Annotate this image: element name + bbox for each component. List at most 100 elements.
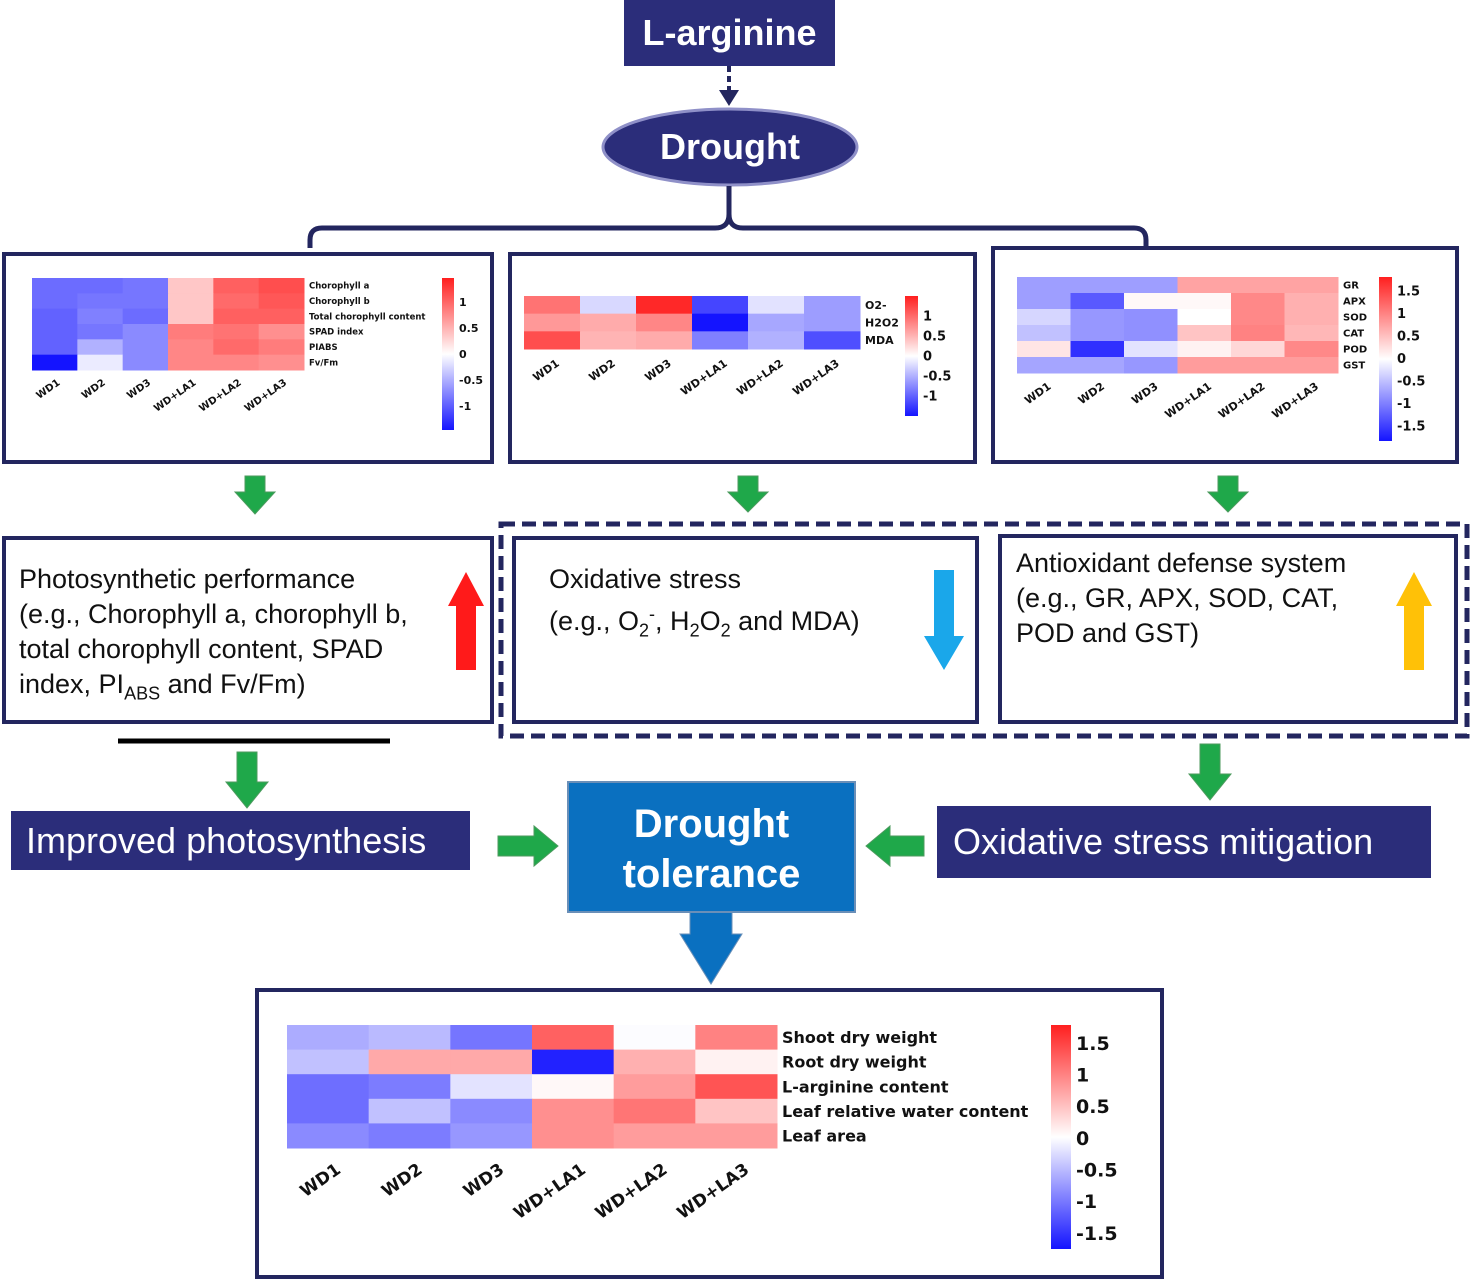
- heatmap-cell: [1070, 325, 1125, 342]
- heatmap-row-label: Shoot dry weight: [782, 1028, 937, 1047]
- heatmap-col-label: WD2: [587, 357, 618, 384]
- heatmap-row-label: Total chorophyll content: [309, 312, 425, 322]
- heatmap-cell: [287, 1098, 370, 1124]
- oxidative-stress-mitigation-box: Oxidative stress mitigation: [937, 806, 1431, 878]
- heatmap-cell: [77, 293, 124, 310]
- anti-line-1: Antioxidant defense system: [1016, 548, 1347, 578]
- mitigation-label: Oxidative stress mitigation: [953, 821, 1374, 862]
- scale-tick-label: 0: [459, 348, 467, 361]
- l-arginine-label: L-arginine: [642, 12, 817, 53]
- color-scale-bar: [442, 278, 454, 430]
- heatmap-row-label: SOD: [1343, 313, 1367, 324]
- heatmap-cell: [636, 331, 693, 350]
- heatmap-cell: [1231, 309, 1285, 326]
- heatmap-cell: [122, 293, 169, 310]
- scale-tick-label: -1: [923, 390, 937, 405]
- heatmap-cell: [695, 1074, 778, 1100]
- oxid-text: Oxidative stress (e.g., O2-, H2O2 and MD…: [549, 562, 860, 648]
- heatmap-cell: [32, 339, 78, 356]
- heatmap-cell: [1177, 341, 1232, 358]
- heatmap-cell: [1124, 357, 1178, 374]
- heatmap-cell: [368, 1074, 451, 1100]
- heatmap-cell: [450, 1049, 533, 1075]
- scale-tick-label: 1: [923, 310, 932, 325]
- scale-tick-label: 0.5: [1397, 330, 1420, 345]
- scale-tick-label: -1: [459, 400, 471, 413]
- heatmap-col-label: WD+LA3: [674, 1160, 753, 1224]
- photo-line-2: (e.g., Chorophyll a, chorophyll b,: [19, 599, 408, 629]
- photo-line-4: index, PIABS and Fv/Fm): [19, 669, 306, 704]
- cyan-down-arrow-icon: [924, 570, 964, 670]
- heatmap-cell: [287, 1025, 370, 1051]
- heatmap-cell: [1017, 277, 1071, 294]
- scale-tick-label: 1.5: [1397, 285, 1420, 300]
- heatmap-row-label: Leaf relative water content: [782, 1102, 1029, 1121]
- heatmap-cell: [258, 278, 305, 294]
- heatmap-col-label: WD+LA3: [790, 357, 841, 398]
- heatmap-cell: [368, 1049, 451, 1075]
- heatmap-cell: [450, 1098, 533, 1124]
- heatmap-cell: [580, 331, 637, 350]
- heatmap-cell: [695, 1049, 778, 1075]
- green-down-arrow-icon: [1206, 475, 1250, 513]
- heatmap-cell: [122, 278, 169, 294]
- heatmap-cell: [368, 1025, 451, 1051]
- blue-down-arrow-icon: [679, 911, 743, 985]
- heatmap-cell: [692, 296, 749, 315]
- color-scale-bar: [1379, 277, 1392, 441]
- heatmap-cell: [532, 1025, 615, 1051]
- heatmap-cell: [122, 354, 169, 371]
- heatmap-col-label: WD3: [643, 357, 674, 384]
- heatmap-cell: [1231, 357, 1285, 374]
- heatmap-cell: [613, 1123, 696, 1149]
- oxid-line-2: (e.g., O2-, H2O2 and MDA): [549, 604, 860, 641]
- heatmap-cell: [32, 354, 78, 371]
- heatmap-row-label: SPAD index: [309, 328, 364, 338]
- scale-tick-label: -1.5: [1397, 420, 1425, 435]
- scale-tick-label: 0: [923, 350, 932, 365]
- heatmap-row-label: MDA: [865, 334, 894, 347]
- heatmap-cell: [77, 339, 124, 356]
- heatmap-col-label: WD+LA1: [678, 357, 729, 398]
- box-antioxidant-defense: Antioxidant defense system (e.g., GR, AP…: [998, 534, 1458, 724]
- heatmap-cell: [804, 313, 861, 332]
- heatmap-cell: [524, 296, 581, 315]
- heatmap-cell: [1177, 357, 1232, 374]
- heatmap-row-label: Leaf area: [782, 1126, 867, 1145]
- drought-ellipse: [601, 107, 859, 187]
- scale-tick-label: 1: [459, 296, 467, 309]
- heatmap-cell: [692, 313, 749, 332]
- gold-up-arrow-icon: [1396, 572, 1432, 670]
- heatmap-cell: [213, 293, 260, 310]
- heatmap-cell: [532, 1074, 615, 1100]
- green-down-arrow-icon: [1187, 743, 1233, 801]
- heatmap-cell: [1124, 293, 1178, 310]
- heatmap-cell: [613, 1049, 696, 1075]
- heatmap-row-label: GR: [1343, 281, 1359, 292]
- heatmap-cell: [77, 308, 124, 325]
- dashed-group-frame: [498, 521, 1470, 739]
- anti-line-2: (e.g., GR, APX, SOD, CAT,: [1016, 583, 1339, 613]
- drought-label: Drought: [660, 126, 800, 167]
- scale-tick-label: -0.5: [923, 370, 951, 385]
- heatmap-col-label: WD+LA1: [510, 1160, 589, 1224]
- heatmap-cell: [258, 324, 305, 340]
- heatmap-cell: [213, 324, 260, 340]
- scale-tick-label: -1: [1397, 397, 1411, 412]
- scale-tick-label: -0.5: [459, 374, 483, 387]
- heatmap-row-label: CAT: [1343, 329, 1364, 340]
- heatmap-cell: [1231, 293, 1285, 310]
- drought-tolerance-box: Drought tolerance: [567, 781, 856, 913]
- heatmap-cell: [1177, 309, 1232, 326]
- heatmap-row-label: Root dry weight: [782, 1053, 927, 1072]
- heatmap-row-label: Chorophyll a: [309, 282, 370, 292]
- red-up-arrow-icon: [448, 572, 484, 670]
- heatmap-cell: [1231, 277, 1285, 294]
- heatmap-cell: [168, 339, 214, 356]
- box-oxidative-stress: Oxidative stress (e.g., O2-, H2O2 and MD…: [512, 536, 979, 724]
- green-down-arrow-icon: [726, 475, 770, 513]
